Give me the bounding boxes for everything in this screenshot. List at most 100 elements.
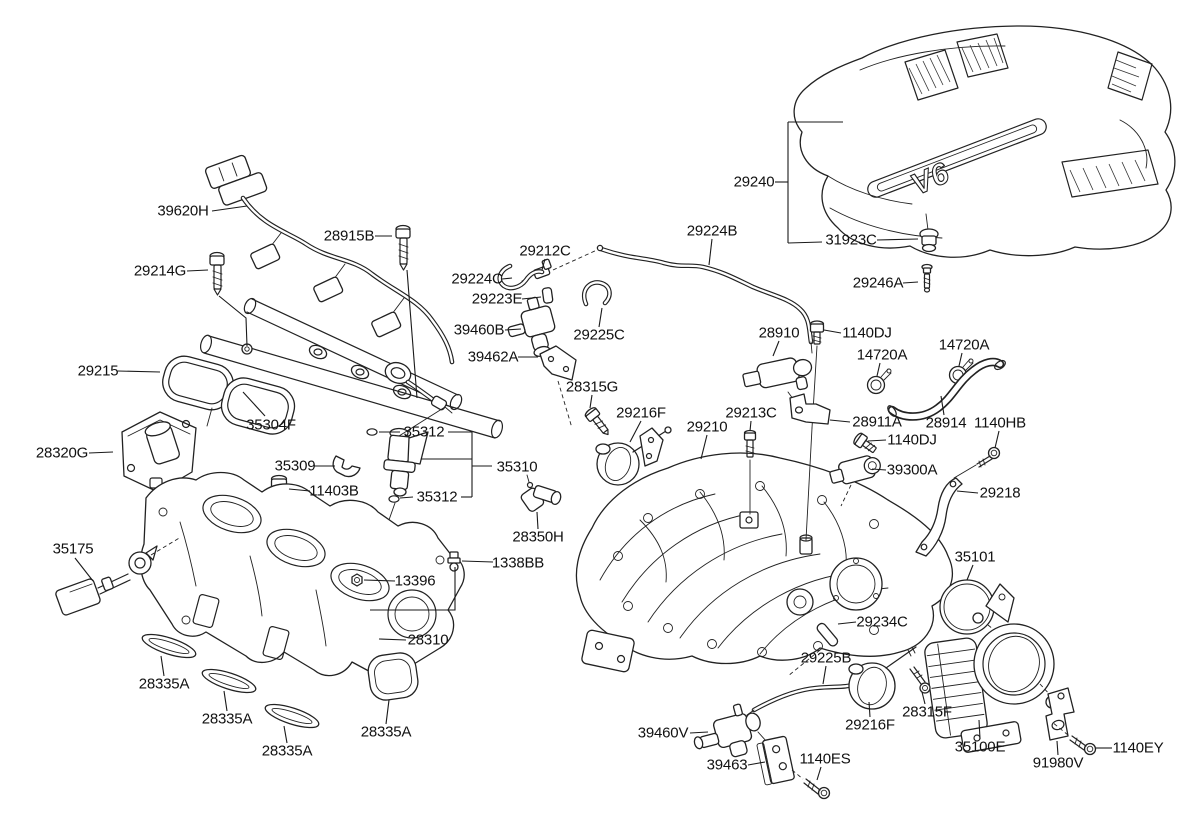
bolt-1140ey: [1051, 721, 1097, 756]
part-label-1338bb: 1338BB: [491, 554, 545, 572]
part-label-28320g: 28320G: [35, 444, 89, 462]
part-label-28310: 28310: [407, 631, 449, 649]
bolt-1140hb: [953, 446, 1001, 479]
part-label-39460b: 39460B: [453, 321, 505, 339]
part-label-31923c: 31923C: [825, 231, 877, 249]
part-label-14720a-2: 14720A: [938, 336, 990, 354]
bracket-39462a: [539, 345, 577, 429]
sensor-35175: [55, 536, 182, 616]
bolt-28315g: [584, 407, 609, 436]
bracket-91980v: [1045, 687, 1075, 741]
bracket-29218: [915, 477, 963, 557]
stud-1338bb: [447, 551, 461, 572]
part-label-35100e: 35100E: [954, 738, 1006, 756]
part-label-35312-2: 35312: [416, 488, 458, 506]
part-label-1140dj-1: 1140DJ: [842, 324, 892, 342]
sensor-39300a: [829, 455, 881, 507]
part-label-1140ey: 1140EY: [1112, 739, 1164, 757]
part-label-29234c: 29234C: [856, 613, 908, 631]
throttle-body-35100e: [924, 583, 1059, 753]
part-label-29218: 29218: [979, 484, 1021, 502]
clamp-14720a-1: [866, 368, 892, 395]
part-label-1140es: 1140ES: [799, 750, 851, 768]
hose-29224c: [497, 263, 545, 291]
bracket-39463: [756, 735, 795, 786]
part-label-14720a-1: 14720A: [856, 346, 908, 364]
part-label-39463: 39463: [706, 756, 748, 774]
part-label-11403b: 11403B: [309, 482, 359, 500]
part-label-29212c: 29212C: [519, 242, 571, 260]
leader-lines: [74, 121, 1112, 781]
part-label-29214g: 29214G: [133, 262, 187, 280]
part-label-28911a: 28911A: [852, 413, 902, 431]
part-label-39460v: 39460V: [637, 724, 689, 742]
part-label-91980v: 91980V: [1032, 754, 1084, 772]
upper-intake-manifold: [575, 452, 953, 673]
bolt-1140dj-1: [805, 320, 825, 541]
cover-vent-hatch-1: [904, 49, 959, 101]
bolt-28915b: [395, 224, 411, 271]
gasket-29215: [162, 355, 296, 435]
part-label-29224b: 29224B: [686, 222, 738, 240]
valve-29223e: [541, 287, 554, 304]
engine-cover: V6: [793, 25, 1176, 258]
part-label-28915b: 28915B: [323, 227, 375, 245]
oring-35312-top: [366, 428, 378, 436]
part-label-29225b: 29225B: [800, 649, 852, 667]
part-label-28350h: 28350H: [512, 528, 564, 546]
part-label-29246a: 29246A: [852, 274, 904, 292]
bolt-29214g: [209, 251, 225, 296]
part-label-39462a: 39462A: [467, 348, 519, 366]
valve-39460v: [693, 703, 768, 758]
part-label-28335a-3: 28335A: [261, 742, 313, 760]
injector-cup: [308, 344, 412, 400]
cover-grommet: [919, 228, 939, 253]
part-label-1140dj-2: 1140DJ: [887, 431, 937, 449]
part-label-35304f: 35304F: [246, 416, 296, 434]
part-label-29215: 29215: [77, 362, 119, 380]
bracket-28911a: [789, 393, 831, 425]
part-label-28335a-2: 28335A: [201, 710, 253, 728]
part-label-29224c: 29224C: [451, 270, 503, 288]
cover-vent-hatch-4: [1061, 149, 1159, 198]
part-label-28335a-4: 28335A: [360, 723, 412, 741]
part-label-29210: 29210: [686, 418, 728, 436]
part-label-28910: 28910: [758, 324, 800, 342]
hose-29225c: [581, 280, 612, 307]
nut-13396: [351, 573, 363, 587]
part-label-28315g: 28315G: [565, 378, 619, 396]
part-label-29223e: 29223E: [471, 290, 523, 308]
injector-harness: [204, 154, 455, 365]
part-label-35101: 35101: [954, 548, 996, 566]
fuel-rail: [199, 297, 504, 439]
part-label-35312-1: 35312: [403, 423, 445, 441]
fitting-28350h: [520, 474, 562, 512]
part-label-39300a: 39300A: [886, 461, 938, 479]
bolt-1140dj-2: [853, 432, 877, 453]
part-label-35309: 35309: [274, 457, 316, 475]
part-label-39620h: 39620H: [157, 202, 209, 220]
cover-vent-hatch-2: [956, 33, 1009, 78]
solenoid-28910: [742, 357, 813, 404]
oring-35312-bottom: [388, 495, 400, 503]
part-label-29216f-2: 29216F: [845, 716, 895, 734]
part-label-29225c: 29225C: [573, 326, 625, 344]
part-label-28335a-1: 28335A: [138, 675, 190, 693]
actuator-29216f-lower: [848, 646, 917, 710]
part-label-29216f-1: 29216F: [616, 404, 666, 422]
solenoid-28320g: [121, 411, 197, 517]
hose-28914: [887, 357, 1006, 421]
part-label-28315f: 28315F: [902, 703, 952, 721]
part-label-35310: 35310: [496, 458, 538, 476]
cover-vent-hatch-3: [1107, 51, 1153, 101]
part-label-1140hb: 1140HB: [974, 414, 1026, 432]
part-label-29213c: 29213C: [725, 404, 777, 422]
runner-gaskets-28335a: [141, 633, 419, 729]
pin-29234c: [787, 622, 839, 677]
bolt-29246a: [921, 263, 933, 293]
bolt-1140es: [791, 769, 831, 800]
part-label-13396: 13396: [394, 572, 436, 590]
bolt-28315f: [909, 666, 931, 694]
